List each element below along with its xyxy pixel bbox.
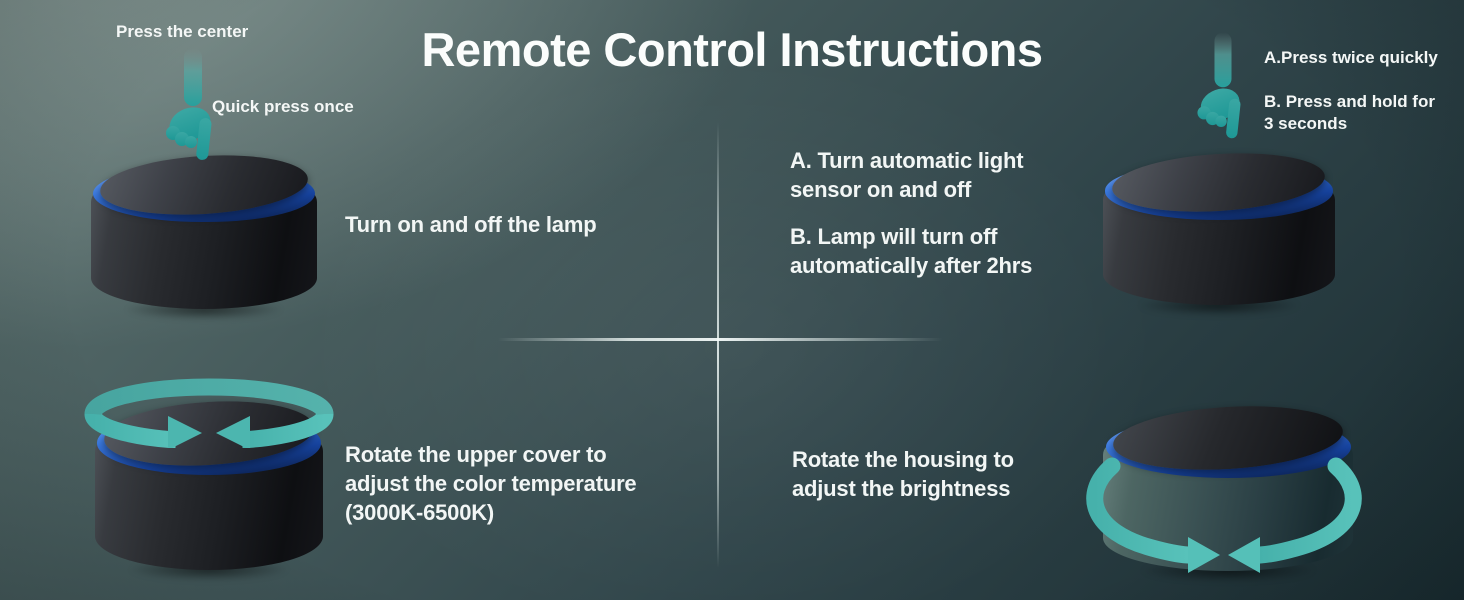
callout-quick-press-once: Quick press once: [212, 97, 354, 116]
page-title: Remote Control Instructions: [421, 23, 1043, 76]
divider-horizontal: [498, 338, 943, 341]
label-auto-off-2hrs: B. Lamp will turn off automatically afte…: [790, 224, 1033, 278]
callout-press-and-hold: B. Press and hold for 3 seconds: [1264, 92, 1435, 133]
label-turn-on-off-lamp: Turn on and off the lamp: [345, 212, 597, 237]
divider-vertical: [717, 122, 719, 568]
callout-press-twice-quickly: A.Press twice quickly: [1264, 48, 1438, 67]
label-auto-light-sensor: A. Turn automatic light sensor on and of…: [790, 148, 1024, 202]
label-rotate-color-temperature: Rotate the upper cover to adjust the col…: [345, 442, 637, 525]
label-rotate-brightness: Rotate the housing to adjust the brightn…: [792, 447, 1014, 501]
rotate-top-arrows-icon: [84, 378, 334, 448]
hand-press-down-icon: [1197, 32, 1241, 139]
remote-device: [1103, 144, 1335, 319]
rotate-housing-arrows-icon: [1086, 457, 1362, 573]
callout-press-the-center: Press the center: [116, 22, 249, 41]
remote-device: [91, 146, 317, 323]
hand-press-down-icon: [166, 48, 212, 160]
